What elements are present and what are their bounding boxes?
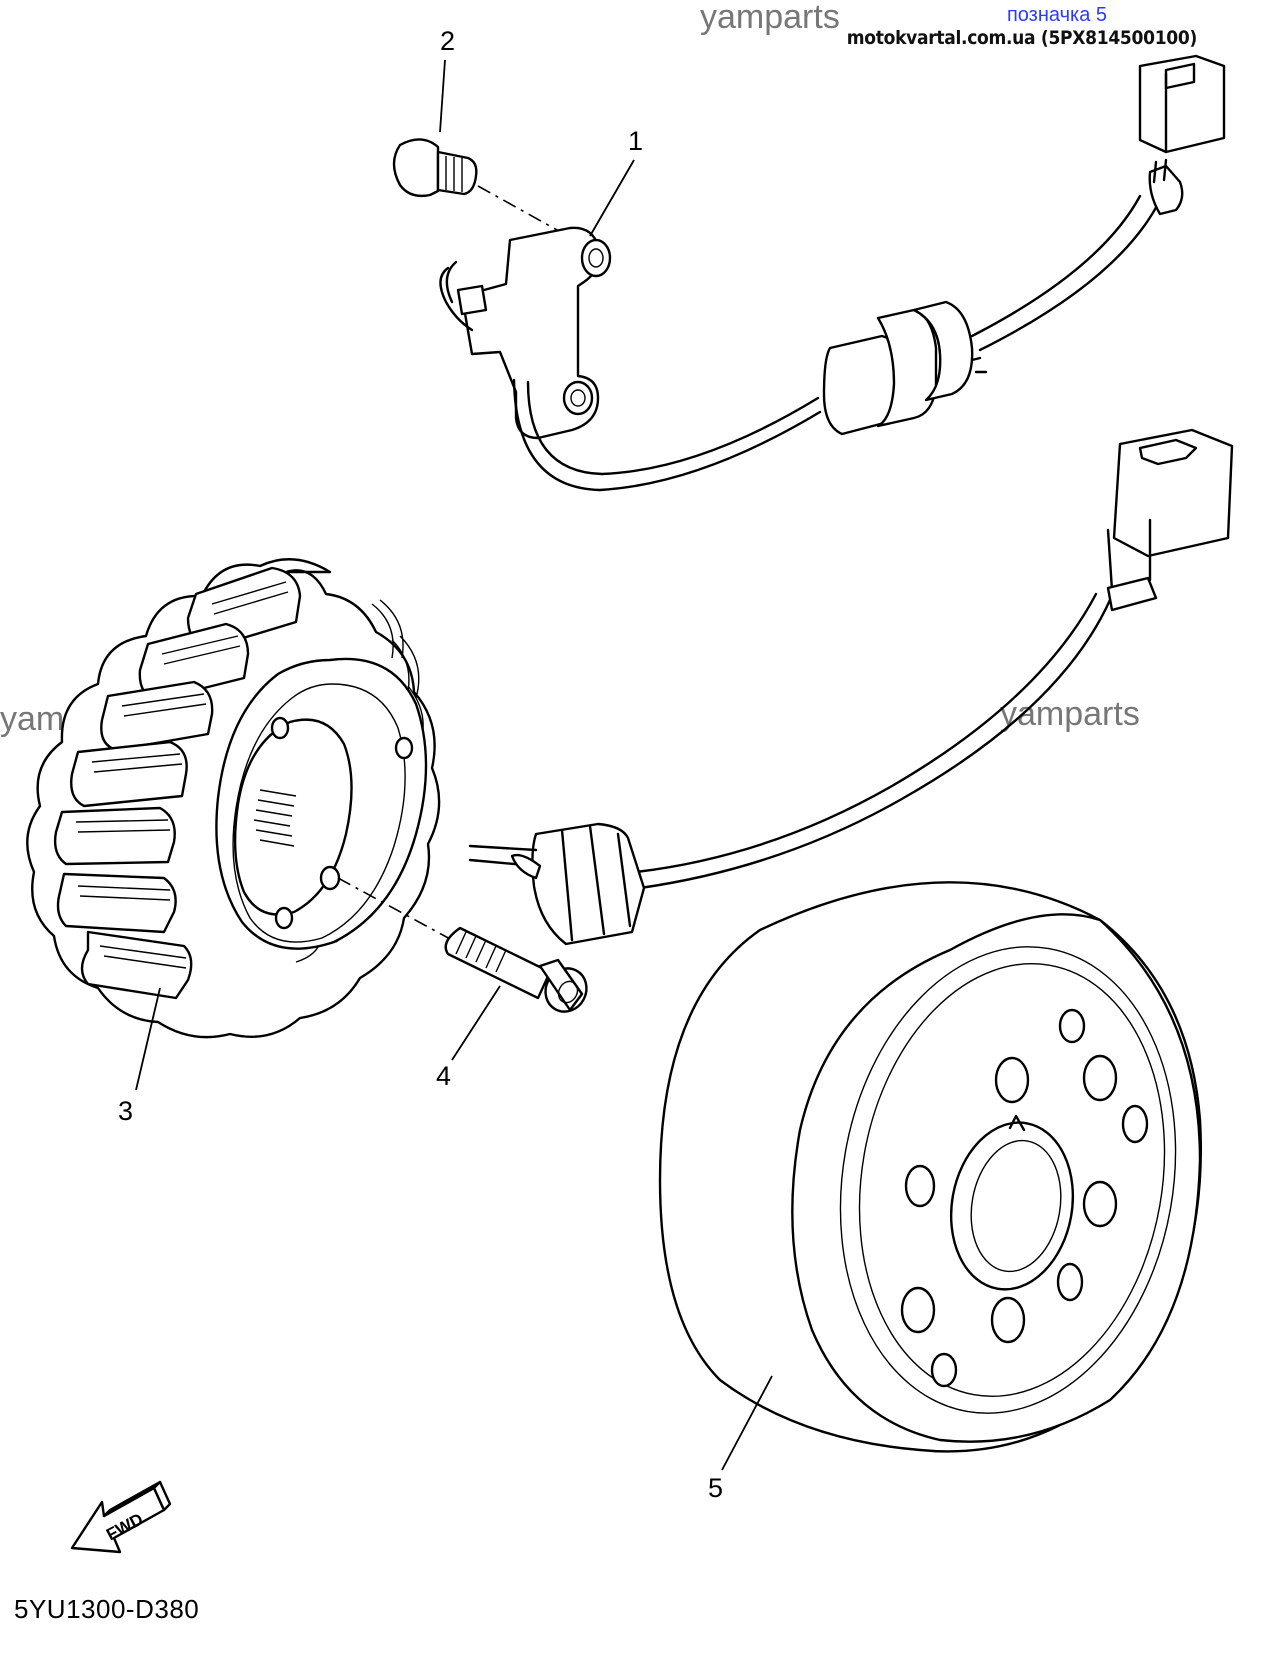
lead-wire-outer (978, 198, 1162, 352)
rotor-5 (658, 881, 1202, 1453)
callout-2: 2 (440, 26, 455, 56)
stator-connector (1106, 428, 1234, 612)
leader-5 (721, 1375, 773, 1471)
source-label: motokvartal.com.ua (5PX814500100) (846, 27, 1198, 49)
stator-grommet (468, 822, 646, 946)
pickup-wire-upper (526, 380, 820, 476)
bolt-2 (392, 138, 478, 198)
bolt-4 (444, 926, 588, 1013)
callout-4: 4 (436, 1061, 451, 1091)
leader-2 (439, 59, 446, 133)
diagram-code: 5YU1300-D380 (14, 1594, 200, 1624)
leader-4 (451, 985, 501, 1061)
stator-3 (26, 558, 441, 1039)
pickup-connector (1138, 54, 1226, 216)
lead-wire-inner (970, 194, 1142, 338)
part-label: позначка 5 (1006, 4, 1107, 26)
leader-1 (589, 159, 635, 237)
watermark-right: yamparts (1000, 695, 1140, 733)
callout-3: 3 (118, 1096, 133, 1126)
stator-wire-upper (634, 592, 1098, 874)
callout-1: 1 (628, 126, 643, 156)
stator-wire-lower (638, 598, 1112, 890)
callout-5: 5 (708, 1473, 723, 1503)
wire-grommet (822, 300, 988, 436)
pickup-wire-lower (512, 378, 822, 492)
leader-3 (135, 987, 161, 1091)
forward-arrow-icon: FWD (70, 1480, 172, 1554)
pickup-coil-1 (439, 226, 612, 440)
watermark-top: yamparts (700, 0, 840, 36)
bolt-4-axis (337, 877, 453, 941)
